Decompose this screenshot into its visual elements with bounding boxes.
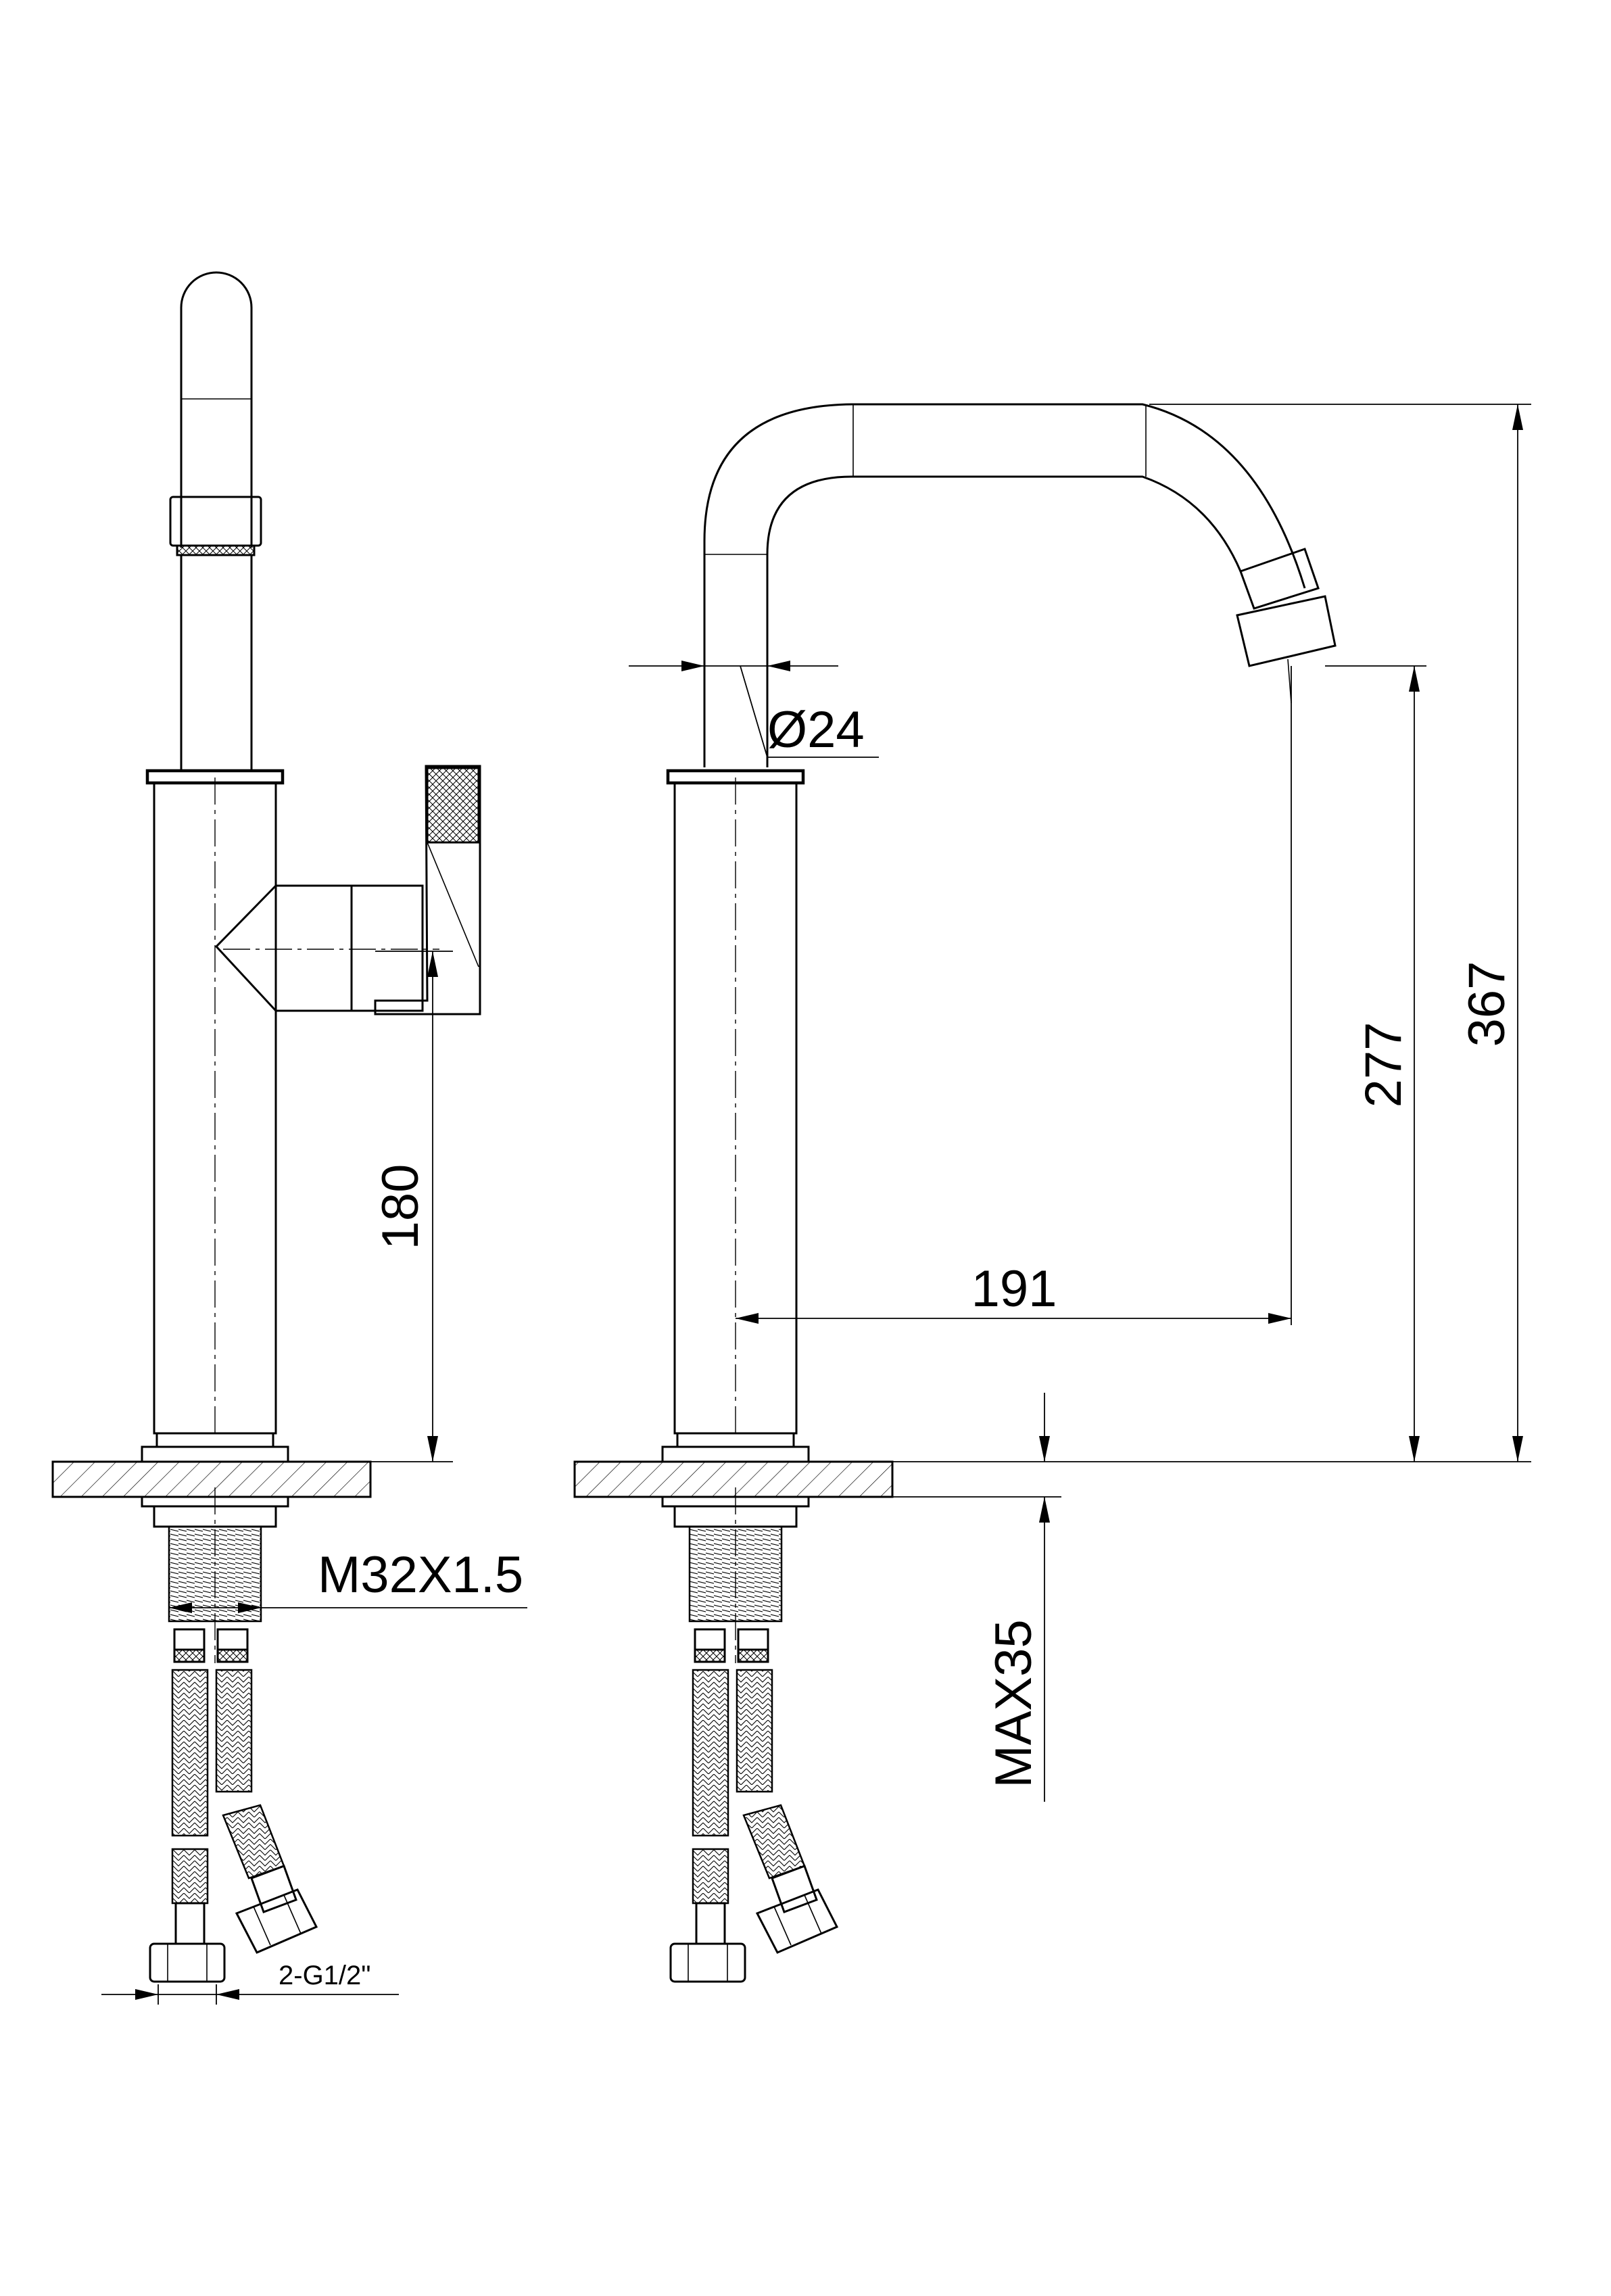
label-191: 191 xyxy=(971,1260,1057,1318)
hose-nut-right xyxy=(235,1888,318,1954)
spout-aerator xyxy=(1236,595,1337,667)
side-view: Ø24 191 277 367 xyxy=(573,403,1531,1983)
dim-reach: 191 xyxy=(736,666,1292,1325)
side-deck-plate xyxy=(573,1460,894,1498)
deck-plate xyxy=(51,1460,372,1498)
dim-outlet-height: 277 xyxy=(1325,665,1426,1462)
cartridge-housing xyxy=(214,884,353,1012)
spout-outer xyxy=(703,403,1306,767)
label-367: 367 xyxy=(1458,961,1516,1047)
hose-left xyxy=(171,1669,209,1837)
dim-overall-height: 367 xyxy=(1149,404,1531,1462)
front-view: 180 M32X1.5 2-G1/2" xyxy=(51,271,527,2005)
spout-top xyxy=(180,271,253,548)
hose-nut-left xyxy=(149,1942,226,1983)
lever-handle xyxy=(374,765,481,1015)
dim-thread: M32X1.5 xyxy=(169,1546,527,1613)
label-d24: Ø24 xyxy=(767,701,865,759)
label-277: 277 xyxy=(1355,1022,1412,1108)
label-max35: MAX35 xyxy=(985,1619,1042,1788)
dim-diameter: Ø24 xyxy=(629,661,879,759)
hose-right xyxy=(215,1669,253,1793)
dim-handle-height: 180 xyxy=(370,951,453,1462)
dim-hose: 2-G1/2" xyxy=(101,1961,399,2005)
spout-inner xyxy=(766,475,1242,767)
dim-max-deck: MAX35 xyxy=(985,1393,1050,1802)
aerator xyxy=(169,496,262,547)
label-m32: M32X1.5 xyxy=(318,1546,523,1604)
label-g12: 2-G1/2" xyxy=(279,1961,370,1990)
label-180: 180 xyxy=(372,1164,429,1250)
